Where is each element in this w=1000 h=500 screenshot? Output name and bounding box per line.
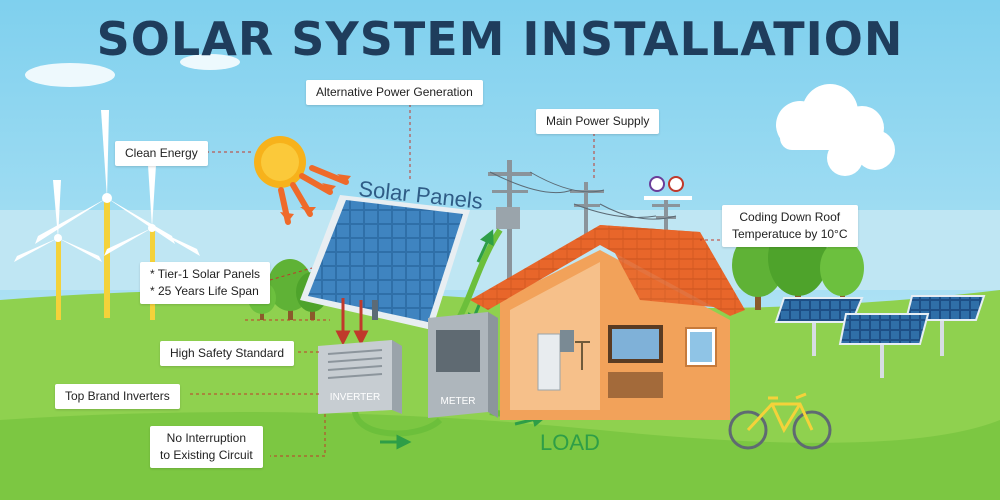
utility-logo-icon [644, 176, 692, 200]
bicycle-icon [728, 392, 832, 450]
callout-tier1-line1: * Tier-1 Solar Panels [150, 267, 261, 281]
callout-no-interruption-line2: to Existing Circuit [160, 448, 253, 462]
inverter-meter-cable [351, 404, 443, 437]
leader-lines [190, 104, 720, 457]
house-icon [470, 225, 745, 420]
wind-turbine-icon [35, 110, 175, 318]
inverter-icon: INVERTER [318, 340, 402, 414]
meter-icon: METER [428, 312, 498, 418]
callout-no-interruption: No Interruption to Existing Circuit [150, 426, 263, 468]
solar-panel-icon [300, 195, 470, 330]
callout-high-safety: High Safety Standard [160, 341, 295, 366]
callout-clean-energy: Clean Energy [115, 141, 208, 166]
power-lines [489, 171, 677, 220]
callout-cooling-roof-line2: Temperatuce by 10°C [732, 227, 848, 241]
grid-flow-arrow [476, 229, 494, 263]
callout-cooling-roof-line1: Coding Down Roof [739, 210, 841, 224]
cloud-icon [25, 54, 240, 87]
callout-cooling-roof: Coding Down Roof Temperatuce by 10°C [722, 205, 858, 247]
callout-main-power-supply: Main Power Supply [536, 109, 660, 134]
inverter-label: INVERTER [330, 392, 380, 403]
sun-ray-arrows [278, 165, 351, 225]
callout-tier1-panels: * Tier-1 Solar Panels * 25 Years Life Sp… [140, 262, 271, 304]
load-label: LOAD [540, 430, 600, 455]
callout-no-interruption-line1: No Interruption [166, 431, 247, 445]
wind-turbine-icon [14, 180, 102, 320]
sun-icon [254, 136, 306, 188]
grid-cable [455, 228, 503, 322]
ground-solar-array-icon [838, 313, 930, 378]
callout-alternative-power: Alternative Power Generation [306, 80, 483, 105]
cloud-icon [776, 84, 895, 176]
page-title: SOLAR SYSTEM INSTALLATION [96, 12, 904, 66]
callout-tier1-line2: * 25 Years Life Span [150, 284, 259, 298]
meter-label: METER [441, 396, 476, 407]
power-pole-icon [488, 160, 680, 330]
callout-top-brand-inverters: Top Brand Inverters [55, 384, 180, 409]
